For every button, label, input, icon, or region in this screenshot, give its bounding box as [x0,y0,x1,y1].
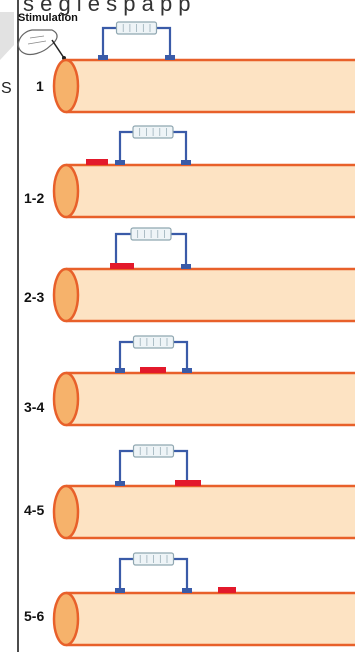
stage-5-axon-body [66,486,355,538]
stage-2-electrode-right [181,160,191,165]
stage-6-axon-body [66,593,355,645]
stage-5-depolarization-zone [175,480,201,486]
stage-6-electrode-right [182,588,192,593]
stage-3-wire-left [114,232,131,268]
stimulation-label: Stimulation [18,12,78,24]
stage-4-wire-left [118,340,134,372]
stage-2-axon-end [52,163,80,219]
stimulation-probe [17,29,66,60]
stage-4-depolarization-zone [140,367,166,373]
stage-label-5-6: 5-6 [24,608,45,624]
stage-label-2-3: 2-3 [24,289,45,305]
stage-2-wire-right [173,130,188,164]
stage-4-electrode-right [182,368,192,373]
stage-2-depolarization-zone [86,159,108,165]
stage-3-axon-end [52,267,80,323]
stage-4-electrode-left [115,368,125,373]
cropped-caption: s e g i e s p a p p [23,0,191,16]
background-shape [0,12,14,60]
stage-3-axon-body [66,269,355,321]
stage-4-wire-right [173,340,189,372]
stage-1-electrode-left [98,55,108,60]
stage-2-electrode-left [115,160,125,165]
stage-3-electrode-right [181,264,191,269]
stage-6-electrode-left [115,588,125,593]
stage-6-wire-right [173,557,189,592]
stage-5-wire-right [173,449,189,485]
stage-6-axon-end [52,591,80,647]
stage-4-axon-end [52,371,80,427]
stage-label-1: 1 [36,78,44,94]
stage-5-axon-end [52,484,80,540]
stage-1-wire-right [156,26,172,59]
stage-1-axon-end [52,58,80,114]
stage-3-depolarization-zone [110,263,134,269]
stage-1-wire-left [101,26,117,59]
stage-2-wire-left [118,130,133,164]
stage-1-axon-body [66,60,355,112]
stage-6-depolarization-zone [218,587,236,593]
stage-label-3-4: 3-4 [24,399,45,415]
stage-label-1-2: 1-2 [24,190,45,206]
stage-6-wire-left [118,557,134,592]
stage-label-4-5: 4-5 [24,502,45,518]
stage-5-wire-left [118,449,134,485]
stage-1-electrode-right [165,55,175,60]
stage-3-wire-right [171,232,188,268]
stage-2-axon-body [66,165,355,217]
stage-5-electrode-left [115,481,125,486]
stage-4-axon-body [66,373,355,425]
side-letter: S [1,80,12,97]
